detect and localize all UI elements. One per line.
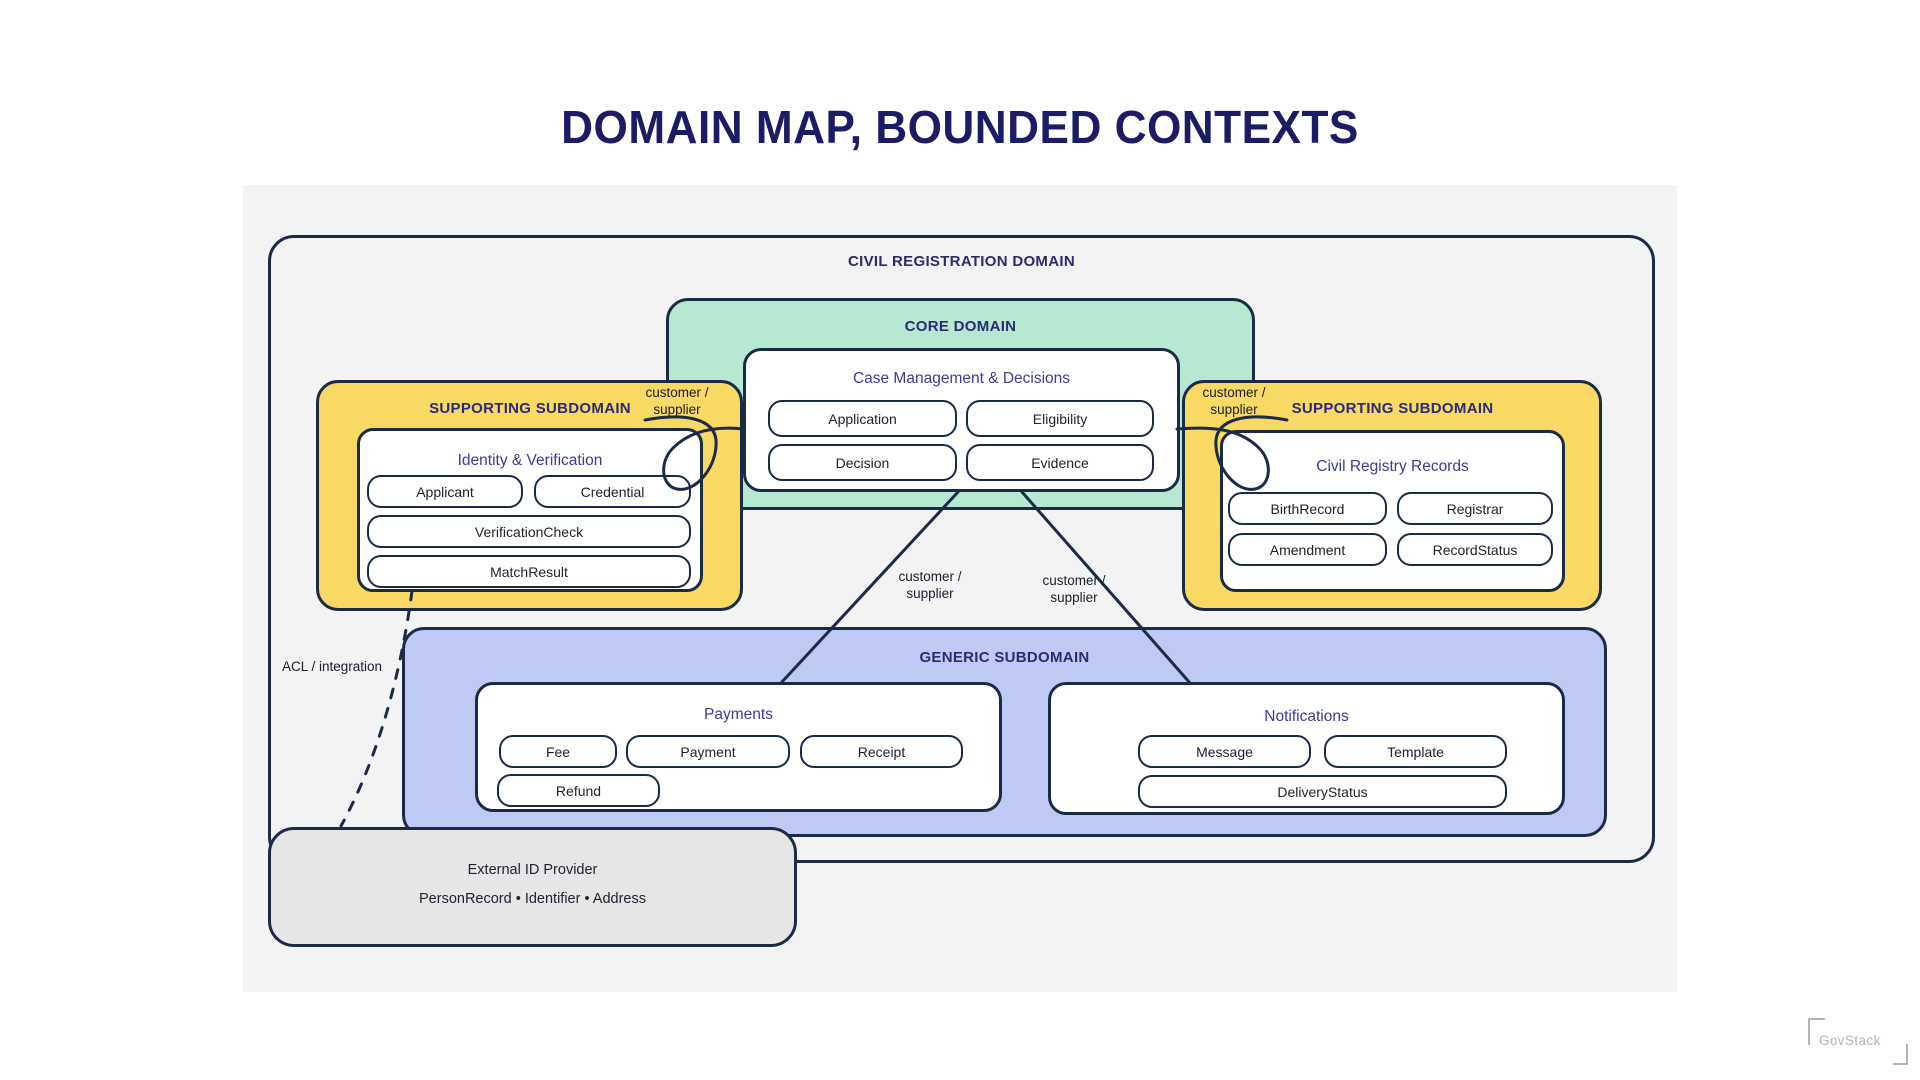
- core-domain-label: CORE DOMAIN: [904, 318, 1017, 335]
- civil-registration-domain-box: [268, 235, 1655, 863]
- context-civil-registry-records-title: Civil Registry Records: [1316, 458, 1469, 475]
- entity-template: Template: [1324, 735, 1507, 768]
- label-acl-integration: ACL / integration: [282, 659, 383, 674]
- entity-birthrecord: BirthRecord: [1228, 492, 1387, 525]
- label-customer-supplier-left-top: customer / supplier: [645, 385, 709, 417]
- page-title: DOMAIN MAP, BOUNDED CONTEXTS: [561, 101, 1359, 153]
- logo-bracket-top-left-icon: [1808, 1018, 1825, 1045]
- supporting-subdomain-right-label: SUPPORTING SUBDOMAIN: [1291, 400, 1494, 417]
- external-id-provider-entities: PersonRecord • Identifier • Address: [419, 891, 646, 907]
- label-customer-supplier-left-mid: customer / supplier: [898, 569, 962, 601]
- entity-message: Message: [1138, 735, 1311, 768]
- entity-application: Application: [768, 400, 957, 437]
- external-id-provider-box: [268, 827, 797, 947]
- entity-applicant: Applicant: [367, 475, 523, 508]
- context-notifications-title: Notifications: [1264, 708, 1349, 725]
- context-case-management-title: Case Management & Decisions: [852, 370, 1071, 387]
- generic-subdomain-label: GENERIC SUBDOMAIN: [919, 649, 1090, 666]
- entity-verificationcheck: VerificationCheck: [367, 515, 691, 548]
- entity-matchresult: MatchResult: [367, 555, 691, 588]
- entity-eligibility: Eligibility: [966, 400, 1154, 437]
- entity-refund: Refund: [497, 774, 660, 807]
- entity-receipt: Receipt: [800, 735, 963, 768]
- entity-evidence: Evidence: [966, 444, 1154, 481]
- entity-amendment: Amendment: [1228, 533, 1387, 566]
- entity-registrar: Registrar: [1397, 492, 1553, 525]
- govstack-logo: GovStack: [1806, 1016, 1910, 1070]
- entity-payment: Payment: [626, 735, 790, 768]
- context-identity-verification-title: Identity & Verification: [457, 452, 603, 469]
- entity-fee: Fee: [499, 735, 617, 768]
- entity-deliverystatus: DeliveryStatus: [1138, 775, 1507, 808]
- entity-recordstatus: RecordStatus: [1397, 533, 1553, 566]
- supporting-subdomain-left-label: SUPPORTING SUBDOMAIN: [429, 400, 631, 417]
- logo-text: GovStack: [1819, 1033, 1881, 1048]
- context-payments-title: Payments: [704, 706, 773, 723]
- label-customer-supplier-right-mid: customer / supplier: [1042, 573, 1106, 605]
- entity-credential: Credential: [534, 475, 691, 508]
- entity-decision: Decision: [768, 444, 957, 481]
- external-id-provider-title: External ID Provider: [467, 862, 598, 878]
- logo-bracket-bottom-right-icon: [1893, 1044, 1908, 1065]
- label-customer-supplier-right-top: customer / supplier: [1202, 385, 1266, 417]
- civil-registration-domain-label: CIVIL REGISTRATION DOMAIN: [848, 253, 1075, 270]
